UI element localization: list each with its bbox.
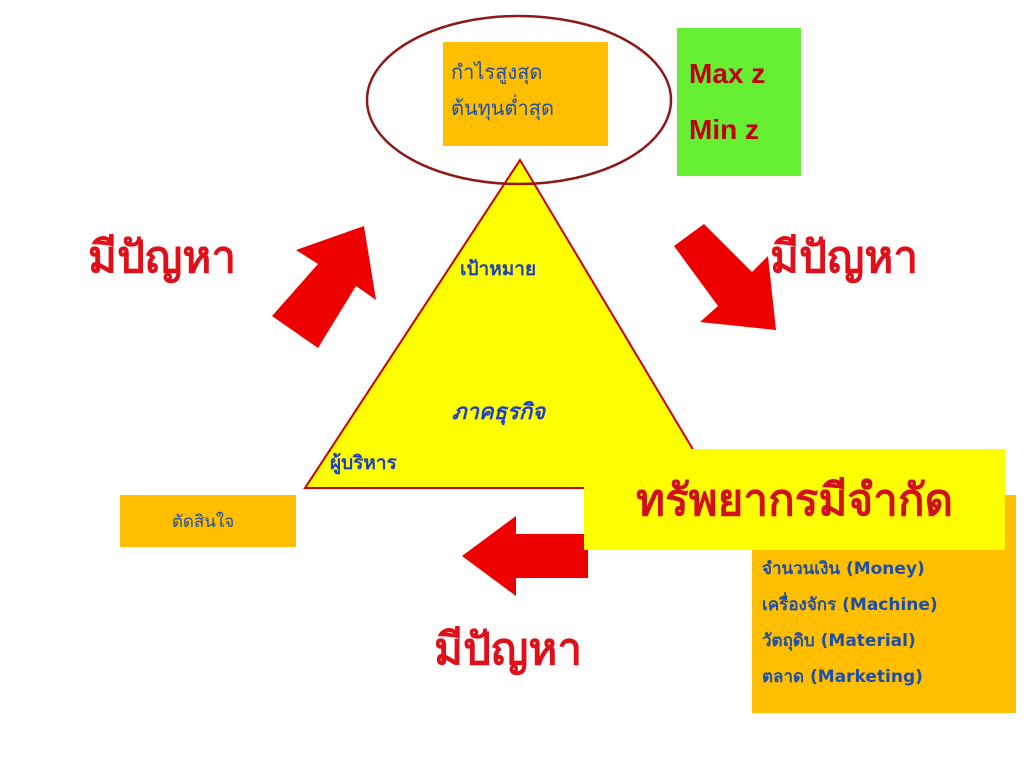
resource-item: เครื่องจักร (Machine) [762,595,938,615]
problem-label-left: มีปัญหา [88,232,237,283]
decision-text: ตัดสินใจ [171,511,235,532]
arrow-up-right-icon [272,226,376,348]
goal-box: กำไรสูงสุด ต้นทุนต่ำสุด [443,42,608,146]
min-z-text: Min z [689,114,759,145]
resource-item: จำนวนเงิน (Money) [762,559,925,579]
triangle-goal-label: เป้าหมาย [460,258,537,280]
resource-item: วัตถุดิบ (Material) [762,631,916,651]
limited-resources-text: ทรัพยากรมีจำกัด [635,474,954,526]
limited-resources-banner: ทรัพยากรมีจำกัด [584,449,1005,550]
triangle-business-label: ภาคธุรกิจ [452,400,546,425]
problem-label-right: มีปัญหา [770,232,919,283]
max-z-text: Max z [689,58,766,89]
arrow-left-icon [462,516,588,596]
triangle-manager-label: ผู้บริหาร [330,452,397,474]
goal-ellipse [365,14,673,186]
max-profit-text: กำไรสูงสุด [451,60,543,84]
objective-box: Max z Min z [677,28,801,176]
resource-item: ตลาด (Marketing) [762,667,923,687]
min-cost-text: ต้นทุนต่ำสุด [451,96,554,120]
decision-box: ตัดสินใจ [120,495,296,547]
arrow-down-right-icon [674,224,776,330]
business-triangle [303,158,718,489]
problem-label-bottom: มีปัญหา [434,624,583,675]
